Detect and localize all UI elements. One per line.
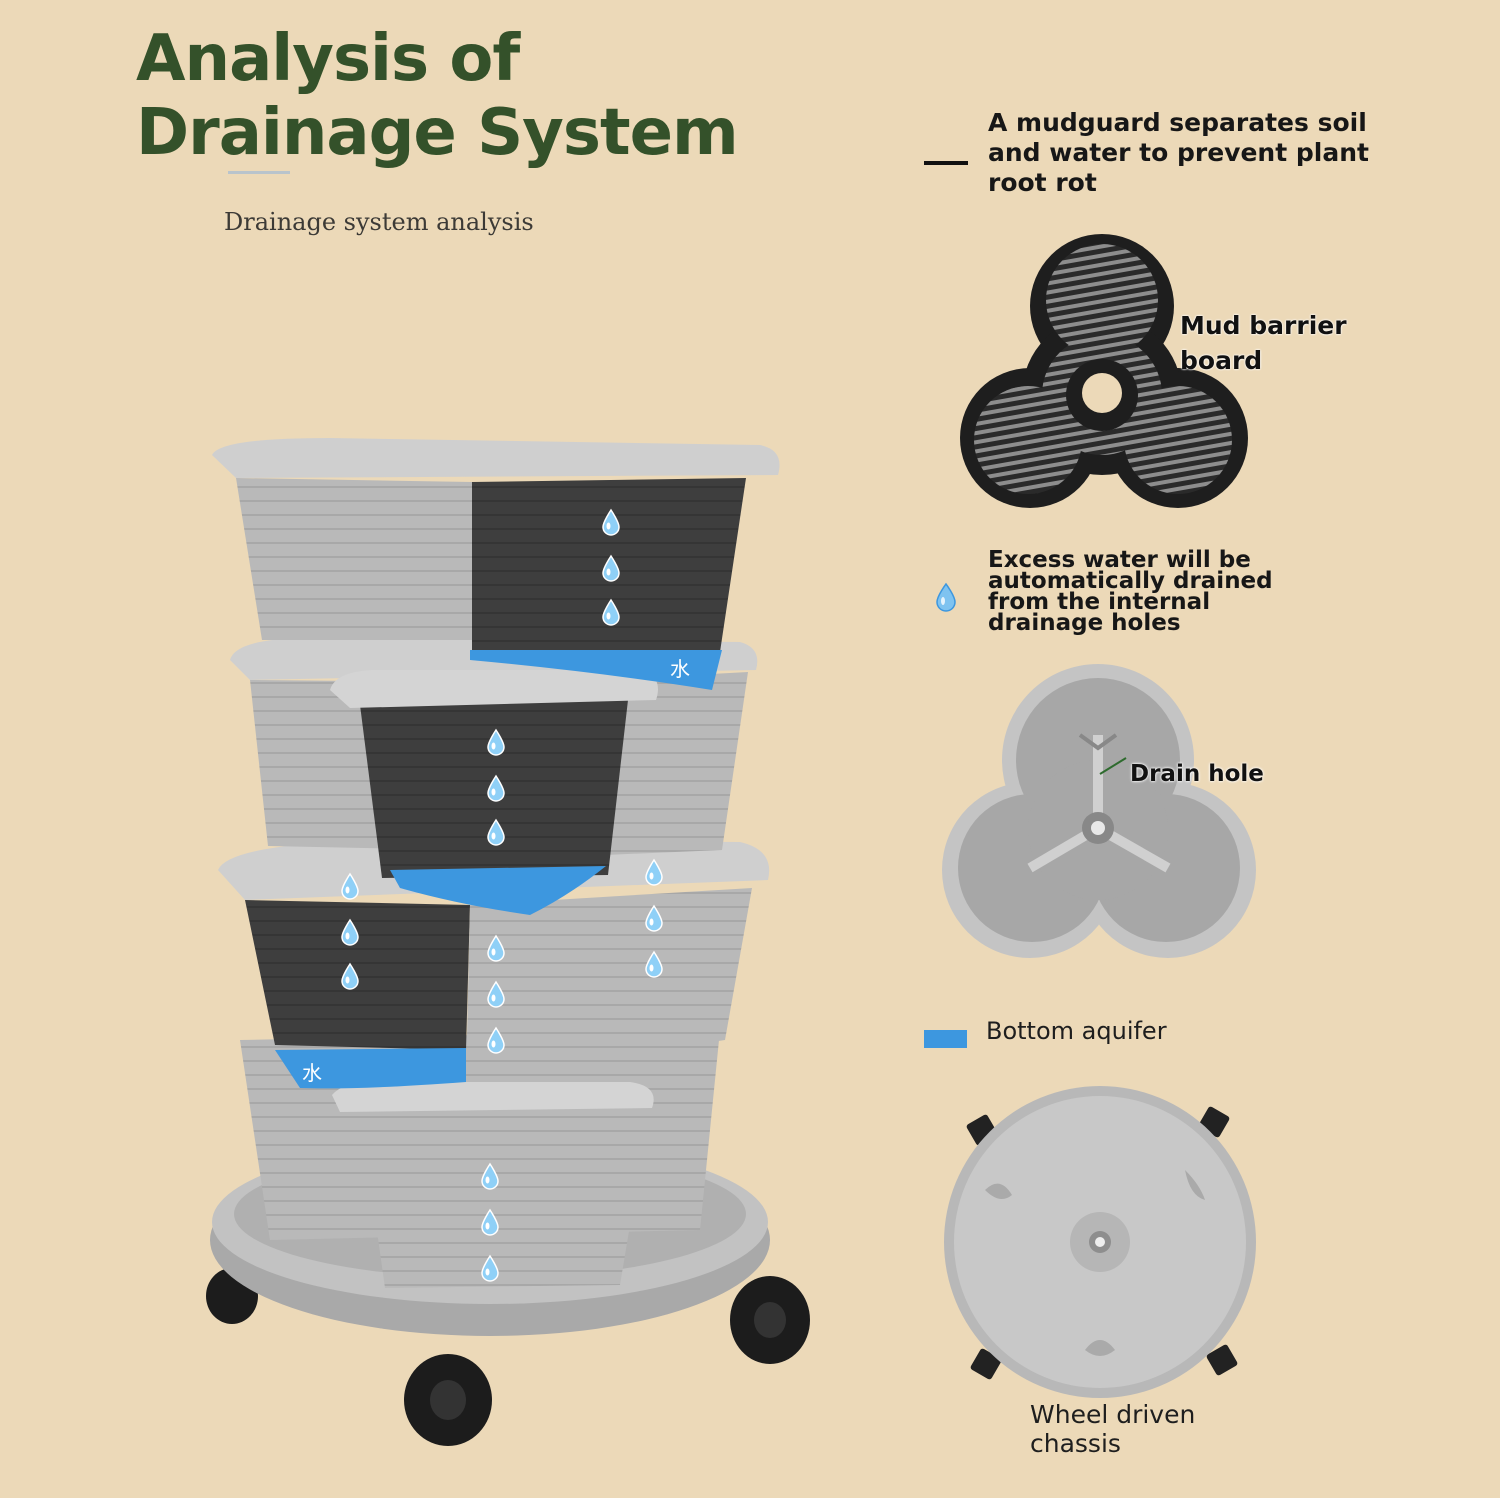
title-underline (228, 171, 290, 174)
wheel-chassis-label: Wheel driven chassis (1030, 1400, 1196, 1458)
legend-line-icon (924, 161, 968, 165)
water-mark-tier1: 水 (670, 657, 690, 681)
mudguard-note: A mudguard separates soil and water to p… (988, 108, 1369, 197)
mud-barrier-label: Mud barrier board (1180, 311, 1347, 375)
bottom-aquifer-label: Bottom aquifer (986, 1017, 1167, 1045)
water-drop-icon (936, 582, 956, 612)
page-title: Analysis of Drainage System (136, 22, 856, 170)
water-mark-tier3: 水 (302, 1061, 322, 1085)
page-title-line-1: Analysis of (136, 22, 520, 96)
drain-hole-label: Drain hole (1130, 761, 1264, 787)
page-title-line-2: Drainage System (136, 96, 739, 170)
legend-water-swatch (924, 1030, 967, 1048)
page-subtitle: Drainage system analysis (224, 208, 534, 236)
excess-water-note: Excess water will be automatically drain… (988, 547, 1273, 636)
